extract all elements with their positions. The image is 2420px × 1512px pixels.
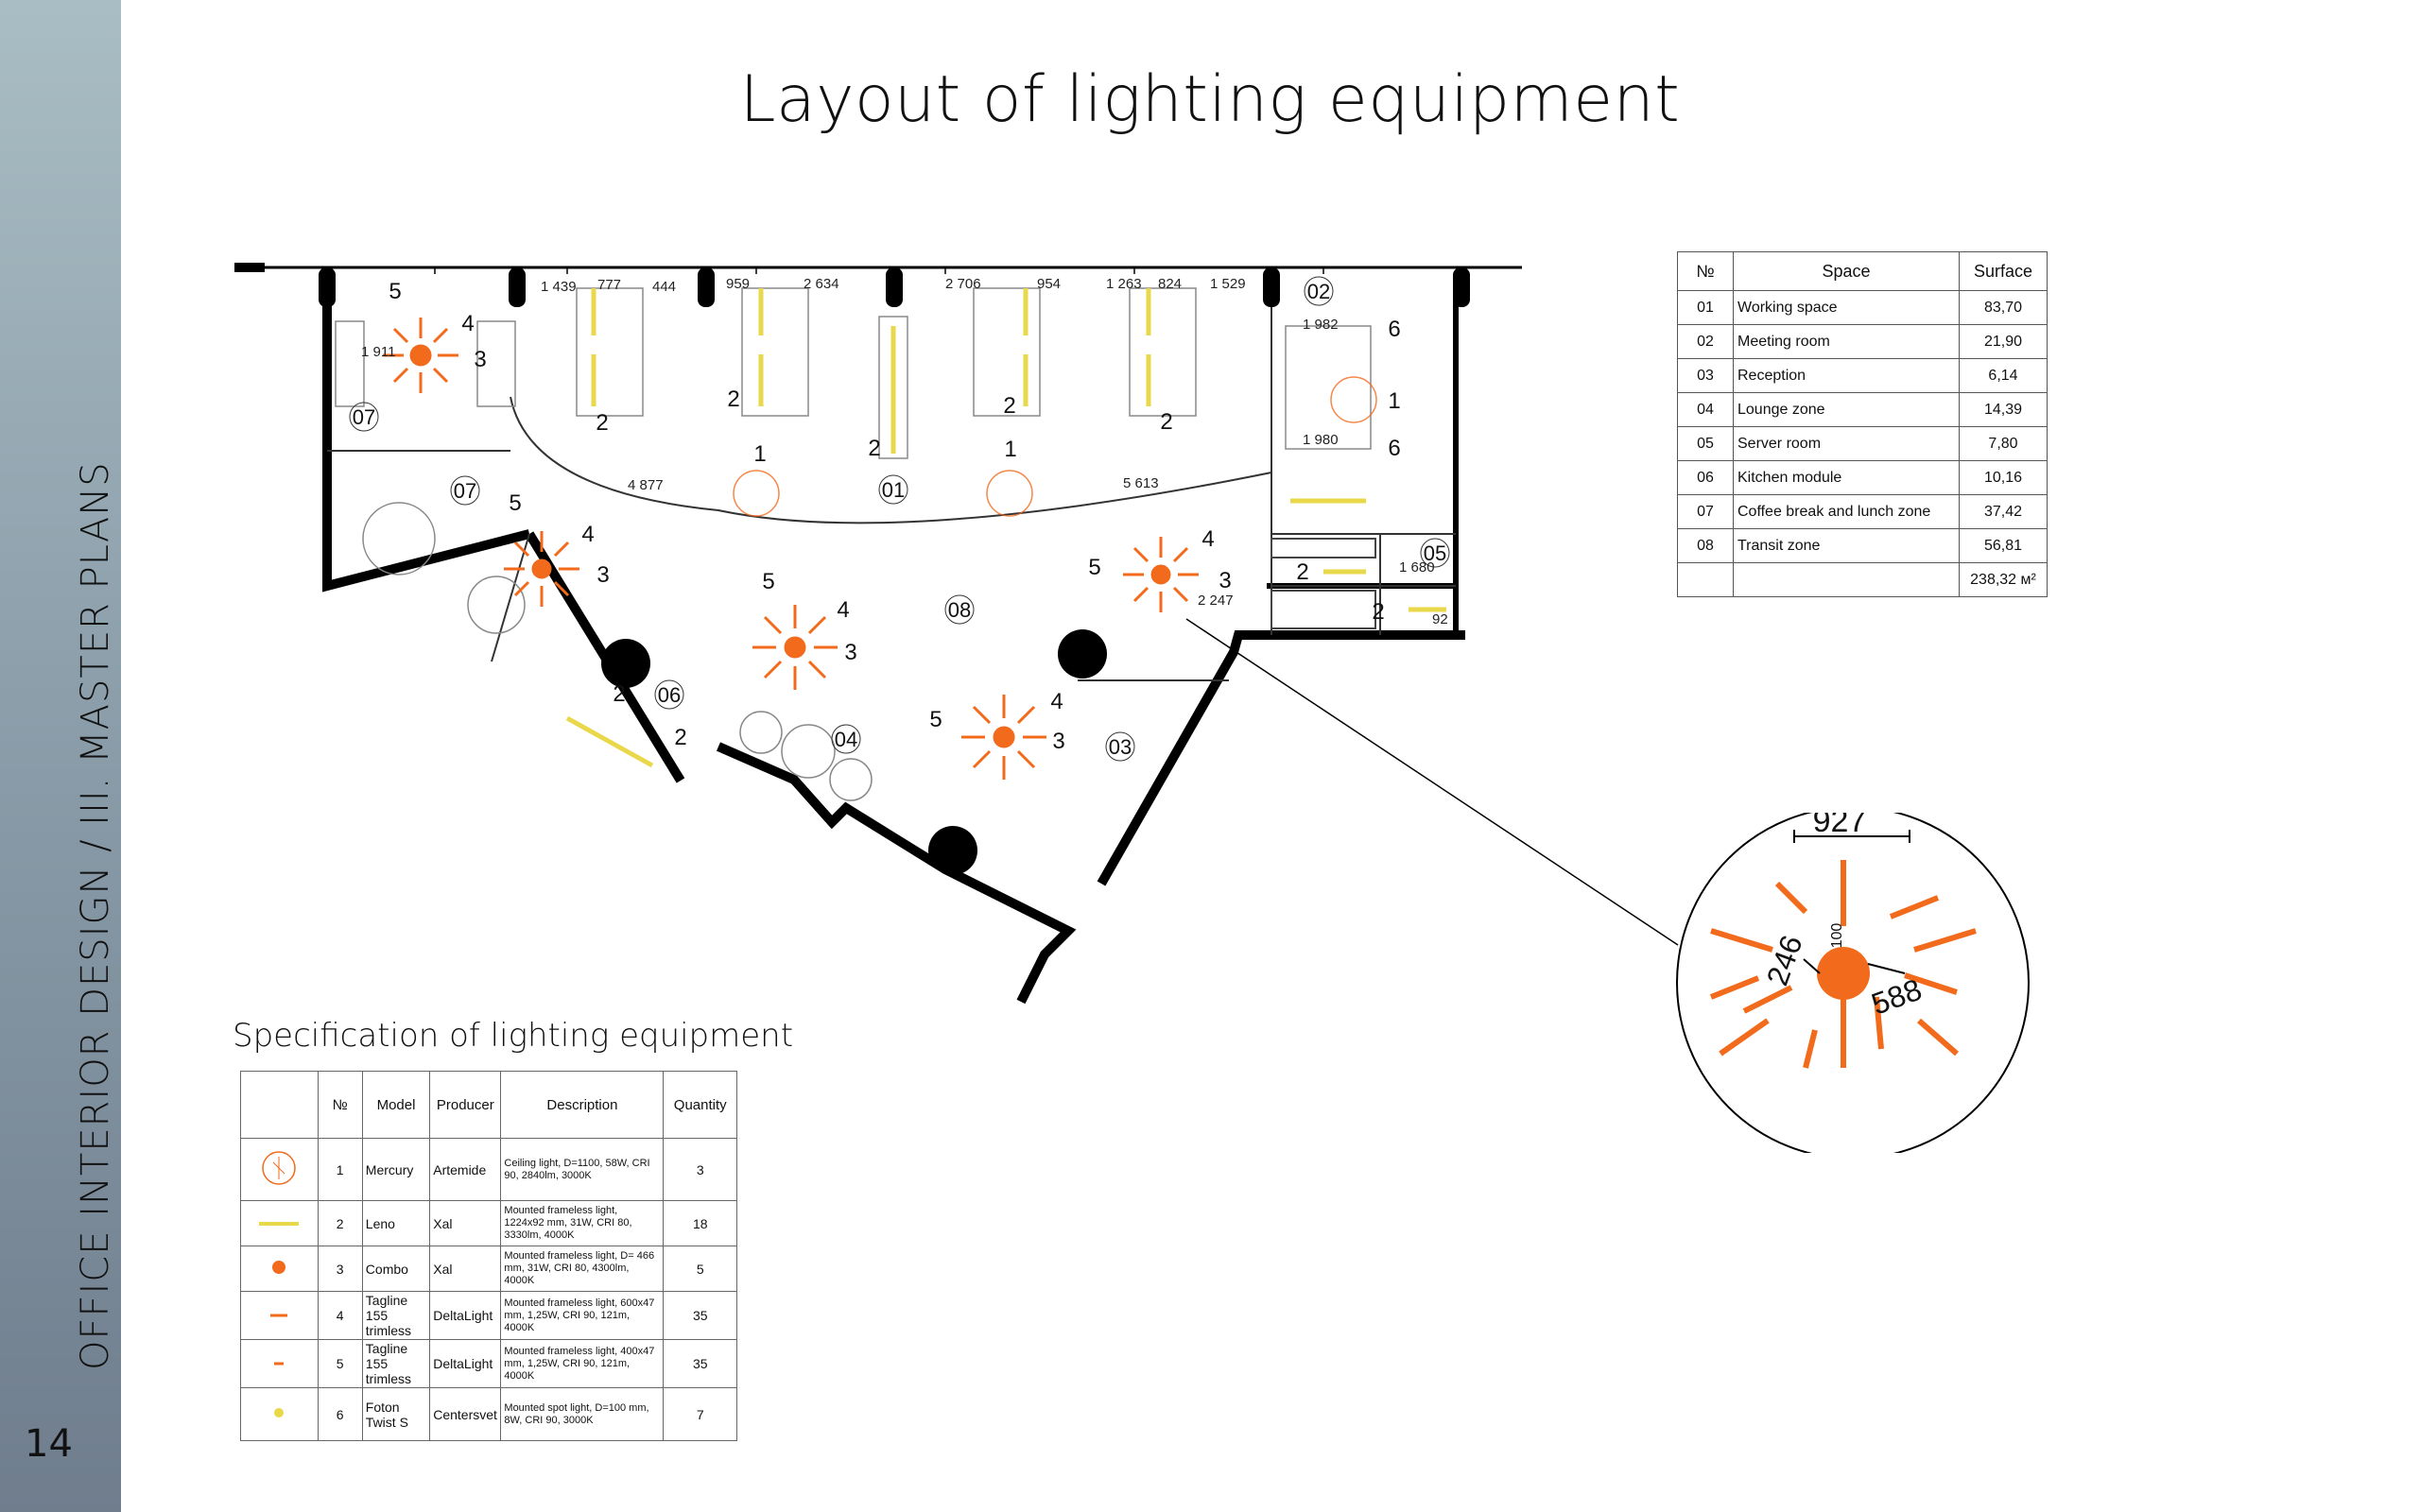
- room-label-02: 02: [1307, 280, 1330, 303]
- svg-text:3: 3: [844, 640, 856, 665]
- room-label-07b: 07: [454, 479, 476, 503]
- page-title: Layout of lighting equipment: [739, 62, 1681, 137]
- svg-text:4: 4: [461, 311, 474, 336]
- svg-text:92: 92: [1432, 611, 1448, 627]
- svg-text:2 634: 2 634: [804, 276, 839, 292]
- round-light-icon: [272, 1261, 286, 1274]
- svg-text:1 980: 1 980: [1303, 432, 1339, 448]
- dash-long-icon: [270, 1314, 288, 1317]
- svg-text:3: 3: [474, 347, 486, 372]
- svg-text:5: 5: [389, 279, 401, 304]
- columns: [319, 267, 1470, 875]
- svg-text:4: 4: [581, 522, 594, 547]
- plan-walls: [234, 263, 1522, 1005]
- space-header-space: Space: [1733, 251, 1960, 291]
- svg-text:2: 2: [868, 436, 880, 461]
- svg-text:1: 1: [1004, 437, 1016, 462]
- svg-text:6: 6: [1388, 317, 1400, 342]
- room-label-06: 06: [658, 683, 681, 707]
- svg-text:6: 6: [1388, 436, 1400, 461]
- svg-text:5: 5: [929, 707, 942, 732]
- svg-text:5 613: 5 613: [1123, 475, 1159, 491]
- space-header-n: №: [1677, 251, 1734, 291]
- room-label-07a: 07: [353, 405, 375, 429]
- sidebar-band: [0, 0, 121, 1512]
- svg-text:2: 2: [1003, 393, 1015, 419]
- linear-lights: [565, 288, 1446, 768]
- detail-dim-small: 100: [1829, 923, 1845, 949]
- svg-text:2 247: 2 247: [1198, 593, 1234, 609]
- room-label-01: 01: [882, 478, 905, 502]
- svg-text:4: 4: [1201, 526, 1214, 552]
- page-number: 14: [25, 1422, 73, 1466]
- pendant-icon: [262, 1151, 296, 1185]
- svg-text:5: 5: [1088, 555, 1100, 580]
- svg-text:2 706: 2 706: [945, 276, 981, 292]
- svg-text:5: 5: [509, 490, 521, 516]
- svg-text:1 911: 1 911: [361, 344, 395, 360]
- table-total-row: 238,32 м²: [1677, 562, 2048, 597]
- svg-text:2: 2: [613, 681, 625, 707]
- combo-lights: [383, 318, 1199, 780]
- svg-text:1 982: 1 982: [1303, 317, 1339, 333]
- svg-text:1 529: 1 529: [1210, 276, 1246, 292]
- svg-text:3: 3: [596, 562, 609, 588]
- dash-short-icon: [274, 1362, 285, 1366]
- svg-text:1 680: 1 680: [1399, 559, 1435, 576]
- svg-text:2: 2: [1296, 559, 1308, 585]
- room-label-03: 03: [1109, 735, 1132, 759]
- svg-text:2: 2: [727, 387, 739, 412]
- linear-light-icon: [259, 1221, 300, 1226]
- svg-text:2: 2: [596, 410, 608, 436]
- space-header-surface: Surface: [1959, 251, 2048, 291]
- room-label-05: 05: [1424, 541, 1446, 565]
- svg-text:4: 4: [1050, 689, 1063, 714]
- svg-text:1: 1: [1388, 388, 1400, 414]
- spot-icon: [274, 1408, 285, 1418]
- spec-title: Specification of lighting equipment: [233, 1017, 794, 1055]
- svg-text:4: 4: [837, 597, 849, 623]
- room-label-04: 04: [835, 728, 857, 751]
- svg-text:1 263: 1 263: [1106, 276, 1142, 292]
- svg-text:5: 5: [762, 569, 774, 594]
- svg-text:777: 777: [597, 277, 621, 293]
- svg-text:959: 959: [726, 276, 750, 292]
- svg-text:3: 3: [1052, 729, 1064, 754]
- svg-text:2: 2: [1160, 409, 1172, 435]
- svg-text:444: 444: [652, 279, 676, 295]
- svg-text:954: 954: [1037, 276, 1061, 292]
- svg-text:2: 2: [674, 725, 686, 750]
- detail-dim-width: 927: [1813, 813, 1867, 839]
- svg-text:1: 1: [753, 441, 766, 467]
- svg-text:4 877: 4 877: [628, 477, 664, 493]
- svg-text:3: 3: [1219, 568, 1231, 593]
- svg-text:1 439: 1 439: [541, 279, 577, 295]
- fixture-detail: 927 246 588 100: [1676, 813, 2030, 1153]
- svg-text:824: 824: [1158, 276, 1182, 292]
- svg-text:2: 2: [1372, 599, 1384, 625]
- room-label-08: 08: [948, 598, 971, 622]
